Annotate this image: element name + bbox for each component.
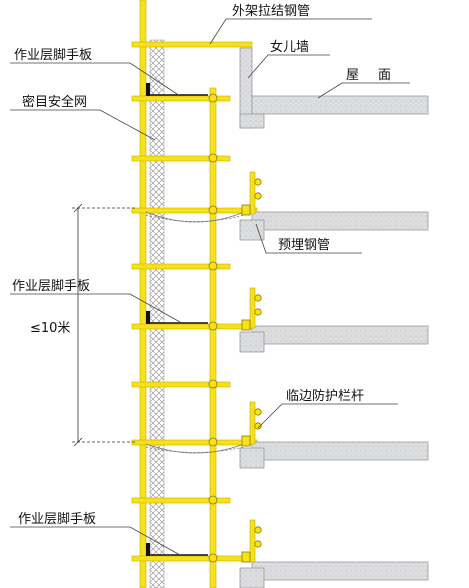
embedded-tube-joints bbox=[241, 204, 251, 563]
label-safety-net: 密目安全网 bbox=[22, 94, 87, 110]
label-outer-tie-tube: 外架拉结钢管 bbox=[232, 4, 310, 19]
horizontal-nets bbox=[145, 211, 245, 454]
label-parapet: 女儿墙 bbox=[270, 39, 309, 55]
spacing-dimension bbox=[72, 203, 136, 447]
label-edge-guardrail: 临边防护栏杆 bbox=[286, 388, 364, 404]
label-embedded-tube: 预埋钢管 bbox=[278, 238, 330, 253]
label-roof: 屋 面 bbox=[346, 68, 394, 83]
scaffold-ledgers bbox=[131, 41, 258, 562]
outer-scaffold-pole bbox=[209, 87, 217, 588]
leader-lines bbox=[10, 18, 410, 556]
label-work-platform-top: 作业层脚手板 bbox=[14, 47, 92, 63]
floor-slabs bbox=[239, 211, 429, 588]
label-spacing: ≤10米 bbox=[30, 321, 70, 336]
guardrail-posts bbox=[249, 171, 256, 563]
toe-boards bbox=[146, 83, 150, 556]
inner-scaffold-pole bbox=[139, 0, 147, 588]
label-work-platform-bottom: 作业层脚手板 bbox=[18, 511, 96, 527]
guardrail-clamps bbox=[254, 178, 262, 548]
label-work-platform-mid: 作业层脚手板 bbox=[12, 278, 90, 294]
scaffold-couplers bbox=[208, 93, 218, 563]
roof-structure bbox=[239, 47, 429, 129]
safety-net bbox=[149, 39, 165, 588]
